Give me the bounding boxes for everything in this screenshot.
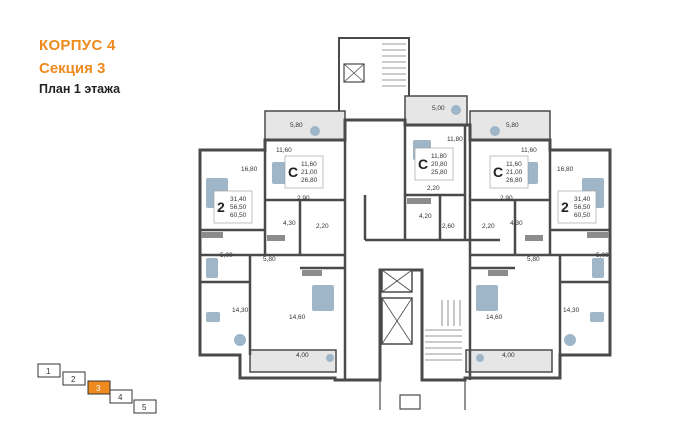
apartment-type: 2 bbox=[561, 199, 569, 215]
area-living: 31,40 bbox=[574, 196, 591, 203]
apartment-type: 2 bbox=[217, 199, 225, 215]
area-label: 2,90 bbox=[297, 195, 310, 202]
area-with-balcony: 26,80 bbox=[506, 177, 523, 184]
entrance-porch bbox=[399, 394, 421, 410]
area-living: 11,80 bbox=[431, 153, 447, 160]
area-label: 4,20 bbox=[419, 213, 432, 220]
area-label: 2,20 bbox=[316, 223, 329, 230]
area-label: 2,60 bbox=[442, 223, 455, 230]
area-total: 56,50 bbox=[574, 204, 591, 211]
section-tile-1[interactable]: 1 bbox=[37, 363, 61, 378]
area-label: 11,60 bbox=[521, 147, 537, 154]
area-label: 14,60 bbox=[486, 314, 503, 321]
area-living: 11,60 bbox=[506, 161, 522, 168]
apartment-type: C bbox=[288, 164, 298, 180]
area-label: 2,20 bbox=[427, 185, 440, 192]
interior-walls bbox=[200, 125, 610, 380]
area-with-balcony: 26,80 bbox=[301, 177, 318, 184]
area-label: 4,00 bbox=[296, 352, 309, 359]
area-label: 5,80 bbox=[506, 122, 519, 129]
area-labels: 5,00 5,80 5,80 11,80 11,60 11,60 16,80 1… bbox=[220, 105, 609, 359]
balcony-bottom-left bbox=[249, 349, 337, 373]
section-number: 4 bbox=[118, 393, 123, 402]
area-label: 5,00 bbox=[596, 252, 609, 259]
area-label: 5,00 bbox=[432, 105, 445, 112]
section-tile-3-active[interactable]: 3 bbox=[87, 380, 111, 395]
area-label: 5,80 bbox=[290, 122, 303, 129]
area-label: 14,30 bbox=[232, 307, 249, 314]
floor-plan-title: План 1 этажа bbox=[39, 82, 121, 96]
area-label: 2,90 bbox=[500, 195, 513, 202]
area-total: 56,50 bbox=[230, 204, 247, 211]
section-number: 3 bbox=[96, 384, 101, 393]
area-label: 4,30 bbox=[510, 220, 523, 227]
area-label: 16,80 bbox=[557, 166, 574, 173]
apartment-card-c-center[interactable]: C 11,80 20,80 25,80 bbox=[414, 147, 454, 181]
apartment-card-2-left[interactable]: 2 31,40 56,50 60,50 bbox=[213, 190, 253, 224]
section-number: 1 bbox=[46, 367, 51, 376]
area-with-balcony: 60,50 bbox=[574, 212, 591, 219]
area-total: 20,80 bbox=[431, 161, 448, 168]
area-living: 31,40 bbox=[230, 196, 247, 203]
balcony-bottom-right bbox=[465, 349, 553, 373]
area-label: 14,30 bbox=[563, 307, 580, 314]
section-tile-2[interactable]: 2 bbox=[62, 371, 86, 386]
balcony-top-left bbox=[264, 110, 346, 144]
section-tile-5[interactable]: 5 bbox=[133, 399, 157, 414]
apartment-card-2-right[interactable]: 2 31,40 56,50 60,50 bbox=[557, 190, 597, 224]
area-total: 21,00 bbox=[301, 169, 318, 176]
area-label: 2,20 bbox=[482, 223, 495, 230]
area-label: 11,80 bbox=[447, 136, 463, 143]
area-living: 11,60 bbox=[301, 161, 317, 168]
section-number: 2 bbox=[71, 375, 76, 384]
area-with-balcony: 60,50 bbox=[230, 212, 247, 219]
area-label: 5,00 bbox=[220, 252, 233, 259]
apartment-card-c-left[interactable]: C 11,60 21,00 26,80 bbox=[284, 155, 324, 189]
apartment-type: C bbox=[493, 164, 503, 180]
stair-treads-top bbox=[382, 43, 406, 87]
stair-treads-core bbox=[425, 300, 462, 361]
apartment-card-c-right[interactable]: C 11,60 21,00 26,80 bbox=[489, 155, 529, 189]
area-label: 5,80 bbox=[263, 256, 276, 263]
apartment-type: C bbox=[418, 156, 428, 172]
area-label: 11,60 bbox=[276, 147, 292, 154]
section-tile-4[interactable]: 4 bbox=[109, 389, 133, 404]
area-label: 5,80 bbox=[527, 256, 540, 263]
sections-map: 1 2 3 4 5 bbox=[37, 363, 157, 414]
building-title: КОРПУС 4 bbox=[39, 37, 116, 54]
section-title: Секция 3 bbox=[39, 60, 106, 77]
area-total: 21,00 bbox=[506, 169, 523, 176]
kitchen-counters bbox=[201, 198, 609, 276]
area-label: 14,60 bbox=[289, 314, 306, 321]
balcony-top-right bbox=[469, 110, 551, 144]
area-with-balcony: 25,80 bbox=[431, 169, 448, 176]
area-label: 16,80 bbox=[241, 166, 258, 173]
area-label: 4,30 bbox=[283, 220, 296, 227]
section-number: 5 bbox=[142, 403, 147, 412]
area-label: 4,00 bbox=[502, 352, 515, 359]
